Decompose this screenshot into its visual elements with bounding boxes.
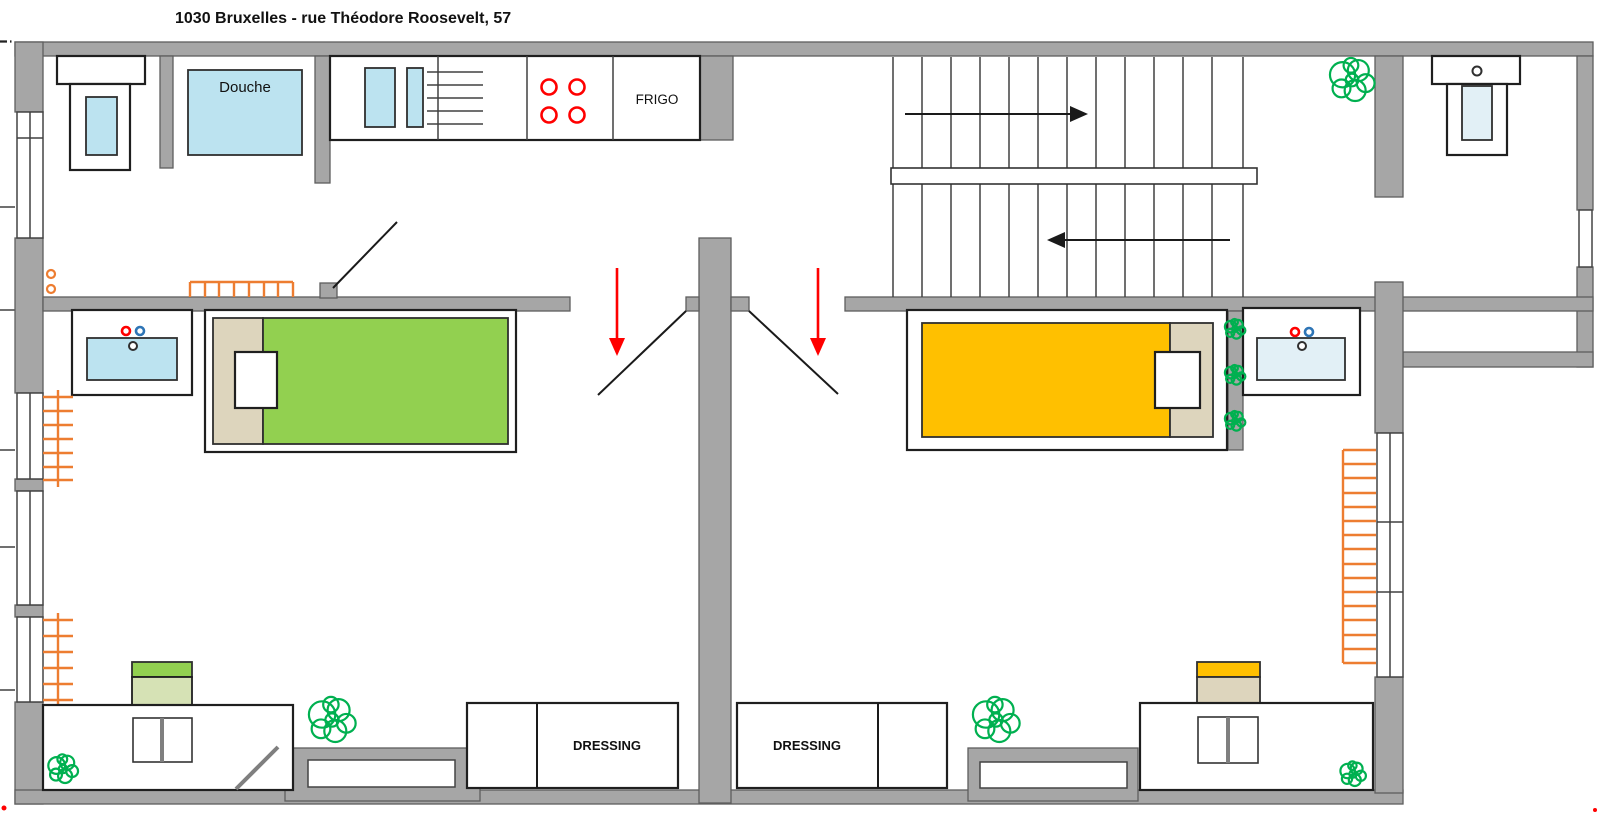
desk-left bbox=[41, 661, 295, 792]
corner-dot-left bbox=[1, 805, 7, 811]
wall-left-spacer-2 bbox=[14, 604, 44, 618]
windows bbox=[16, 111, 1593, 789]
plant bbox=[971, 695, 1021, 744]
toilet-top-right bbox=[1430, 54, 1522, 157]
wall-wc-douche bbox=[159, 55, 174, 169]
cabinet-top-green bbox=[131, 661, 193, 678]
hot-tap bbox=[1289, 326, 1301, 338]
cabinet-body bbox=[1196, 676, 1261, 704]
kitchen-counter: FRIGO bbox=[328, 54, 702, 142]
kitchen-sink-large bbox=[364, 67, 396, 128]
window-left-1-mullion bbox=[17, 112, 43, 238]
dressing-left: DRESSING bbox=[465, 701, 680, 790]
washbasin bbox=[1256, 337, 1346, 381]
cold-tap bbox=[134, 325, 146, 337]
desk-chair-line bbox=[234, 745, 280, 791]
doors bbox=[332, 221, 839, 396]
pillow bbox=[1153, 350, 1202, 410]
wall-central-column bbox=[698, 237, 732, 804]
window-bedroom2-mullions bbox=[1377, 433, 1403, 677]
bed-duvet-orange bbox=[921, 322, 1171, 438]
door-stop-left bbox=[685, 296, 700, 312]
door-swing-kitchen bbox=[332, 221, 398, 289]
door-hinge-block bbox=[319, 282, 338, 299]
pipe bbox=[45, 268, 57, 280]
kitchen-drainer-lines bbox=[427, 71, 483, 125]
window-right-upper bbox=[1578, 209, 1593, 268]
hob-burner bbox=[540, 106, 558, 124]
stair-arrow-up-head bbox=[1070, 106, 1088, 122]
dimension-ticks bbox=[0, 206, 15, 691]
wall-corridor-bottom bbox=[1402, 351, 1594, 368]
hob-burner bbox=[568, 106, 586, 124]
kitchen-sink-small bbox=[406, 67, 424, 128]
shower-label: Douche bbox=[219, 79, 271, 96]
wall-top bbox=[14, 41, 1594, 57]
shower-room: Douche bbox=[187, 69, 303, 156]
window-bay-right bbox=[979, 761, 1128, 789]
flush-button bbox=[1471, 65, 1483, 77]
dressing-right: DRESSING bbox=[735, 701, 949, 790]
plant bbox=[1328, 56, 1376, 103]
corner-dot-right bbox=[1593, 808, 1597, 812]
drain bbox=[128, 341, 138, 351]
toilet-water bbox=[1461, 85, 1493, 141]
page-title: 1030 Bruxelles - rue Théodore Roosevelt,… bbox=[175, 10, 511, 27]
pillow bbox=[233, 350, 279, 410]
shower-tray bbox=[187, 69, 303, 156]
wall-bedroom2-right-upper bbox=[1374, 281, 1404, 434]
pipe bbox=[45, 283, 57, 295]
cold-tap bbox=[1303, 326, 1315, 338]
hot-tap bbox=[120, 325, 132, 337]
radiator-left-upper bbox=[43, 390, 73, 487]
stair-landing bbox=[890, 167, 1258, 185]
dressing-outline bbox=[465, 701, 680, 790]
wall-topright-partition bbox=[1374, 55, 1404, 198]
bedroom1 bbox=[43, 268, 518, 710]
radiator-horizontal bbox=[188, 280, 295, 297]
wall-bedroom1-top bbox=[42, 296, 571, 312]
dressing-outline bbox=[735, 701, 949, 790]
wall-left-bottom bbox=[14, 701, 44, 805]
toilet-cistern bbox=[55, 54, 147, 86]
hob-burner bbox=[568, 78, 586, 96]
radiator-right-wall bbox=[1341, 448, 1376, 665]
cabinet-body bbox=[131, 676, 193, 706]
bedroom2 bbox=[905, 306, 1376, 665]
window-bay-left bbox=[307, 759, 456, 788]
staircase bbox=[890, 57, 1258, 297]
plant bbox=[307, 695, 357, 744]
cabinet-top-orange bbox=[1196, 661, 1261, 678]
entry-arrow-bedroom1-head bbox=[609, 338, 625, 356]
desk-right bbox=[1138, 661, 1375, 792]
wall-left-spacer-1 bbox=[14, 478, 44, 492]
dressing-label: DRESSING bbox=[573, 738, 641, 753]
wall-right-upper bbox=[1576, 55, 1594, 211]
toilet-top-left bbox=[55, 54, 147, 172]
bed-duvet-green bbox=[262, 317, 509, 445]
stair-arrow-down-head bbox=[1047, 232, 1065, 248]
radiator-left-lower bbox=[43, 613, 73, 710]
drain bbox=[1297, 341, 1307, 351]
dressing-label: DRESSING bbox=[773, 738, 841, 753]
wall-left-top bbox=[14, 41, 44, 113]
wall-frigo-right bbox=[699, 55, 734, 141]
toilet-water bbox=[85, 96, 118, 156]
wall-left-mid bbox=[14, 237, 44, 394]
wall-bedrooms-top-right bbox=[844, 296, 1594, 312]
walls bbox=[14, 41, 1594, 805]
door-swing-bedroom2 bbox=[748, 310, 839, 395]
door-stop-right bbox=[730, 296, 750, 312]
entry-arrow-bedroom2-head bbox=[810, 338, 826, 356]
wall-bedroom2-right-lower bbox=[1374, 676, 1404, 794]
door-swing-bedroom1 bbox=[597, 310, 687, 396]
wall-douche-right bbox=[314, 55, 331, 184]
fridge-label: FRIGO bbox=[636, 92, 679, 107]
hob-burner bbox=[540, 78, 558, 96]
